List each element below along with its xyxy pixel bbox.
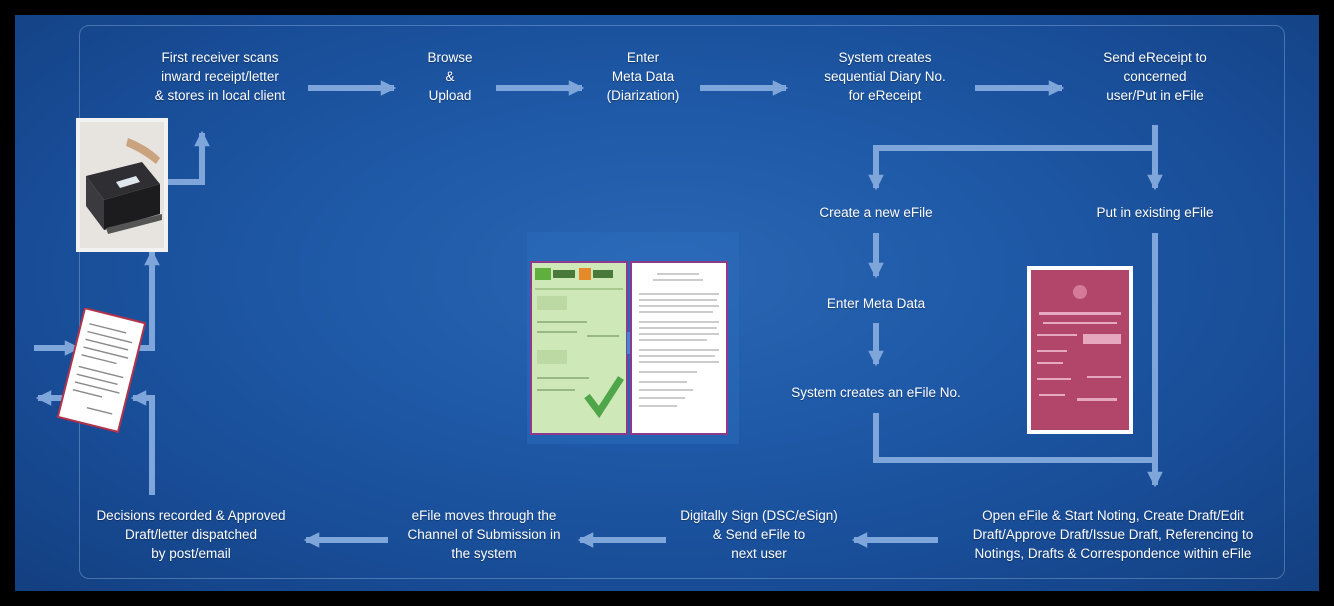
step-noting-drafting: Open eFile & Start Noting, Create Draft/…: [972, 508, 1254, 561]
step-create-new-efile: Create a new eFile: [819, 205, 933, 220]
step-enter-meta: Enter Meta Data (Diarization): [606, 50, 680, 103]
step-efile-number: System creates an eFile No.: [791, 385, 961, 400]
diagram-frame: [79, 25, 1285, 579]
step-send-ereceipt: Send eReceipt to concerned user/Put in e…: [1103, 50, 1207, 103]
step-put-existing-efile: Put in existing eFile: [1096, 205, 1214, 220]
step-diary-number: System creates sequential Diary No. for …: [824, 50, 946, 103]
efile-screens-icon: [527, 232, 739, 444]
step-enter-meta-data: Enter Meta Data: [826, 296, 926, 311]
scanner-photo-icon: [76, 118, 168, 252]
step-browse-upload: Browse & Upload: [427, 50, 473, 103]
step-scan: First receiver scans inward receipt/lett…: [154, 50, 286, 103]
letter-document-icon: [56, 308, 146, 434]
step-channel-submission: eFile moves through the Channel of Submi…: [407, 508, 561, 561]
step-decisions-dispatch: Decisions recorded & Approved Draft/lett…: [96, 508, 286, 561]
pink-document-icon: [1027, 266, 1133, 434]
step-digital-sign: Digitally Sign (DSC/eSign) & Send eFile …: [680, 508, 838, 561]
